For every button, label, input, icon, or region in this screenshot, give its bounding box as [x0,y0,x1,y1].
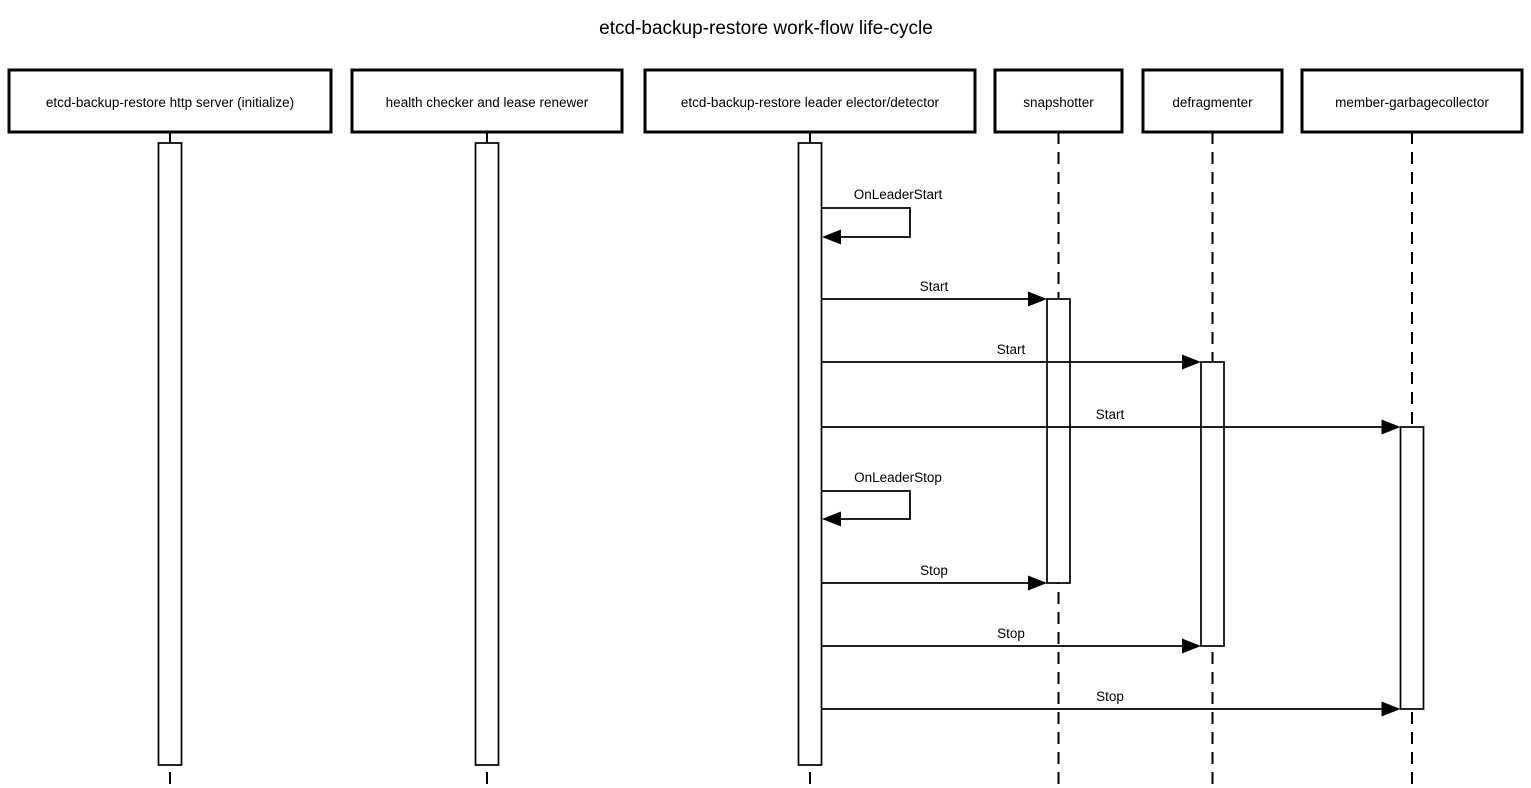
arrowhead-start-member-garbagecollector [1381,419,1401,435]
arrowhead-onleaderstart [822,229,841,245]
arrowhead-stop-snapshotter [1028,575,1047,591]
participant-box-snapshotter [993,68,1124,134]
participant-label-health-checker: health checker and lease renewer [386,95,589,110]
participant-box-member-garbagecollector [1300,68,1524,134]
participant-label-member-garbagecollector: member-garbagecollector [1335,95,1489,110]
arrowhead-onleaderstop [822,511,841,527]
message-label-stop-defragmenter: Stop [997,626,1025,641]
activation-bar-member-garbagecollector [1399,426,1425,710]
activation-bar-defragmenter [1200,361,1225,647]
message-line-onleaderstart [821,207,911,238]
message-label-start-defragmenter: Start [997,342,1026,357]
participant-box-leader-elector [643,68,977,134]
arrowhead-start-snapshotter [1028,291,1047,307]
arrowhead-stop-defragmenter [1182,638,1201,654]
activation-bar-leader-elector [797,142,823,766]
participant-box-http-server [7,68,333,134]
participant-label-http-server: etcd-backup-restore http server (initial… [46,95,294,110]
message-line-onleaderstop [821,490,911,520]
message-label-onleaderstart: OnLeaderStart [854,187,943,202]
message-label-stop-member-garbagecollector: Stop [1096,689,1124,704]
activation-bar-snapshotter [1046,298,1071,584]
arrowhead-start-defragmenter [1182,354,1201,370]
participant-box-defragmenter [1141,68,1284,134]
activation-bar-health-checker [474,142,500,766]
message-label-start-member-garbagecollector: Start [1096,407,1125,422]
diagram-title: etcd-backup-restore work-flow life-cycle [599,18,933,39]
participant-label-defragmenter: defragmenter [1172,95,1253,110]
message-label-stop-snapshotter: Stop [920,563,948,578]
message-label-onleaderstop: OnLeaderStop [854,470,942,485]
arrowhead-stop-member-garbagecollector [1381,701,1401,717]
activation-bar-http-server [157,142,183,766]
participant-label-leader-elector: etcd-backup-restore leader elector/detec… [681,95,940,110]
participant-label-snapshotter: snapshotter [1023,95,1094,110]
participant-box-health-checker [350,68,624,134]
message-label-start-snapshotter: Start [920,279,949,294]
